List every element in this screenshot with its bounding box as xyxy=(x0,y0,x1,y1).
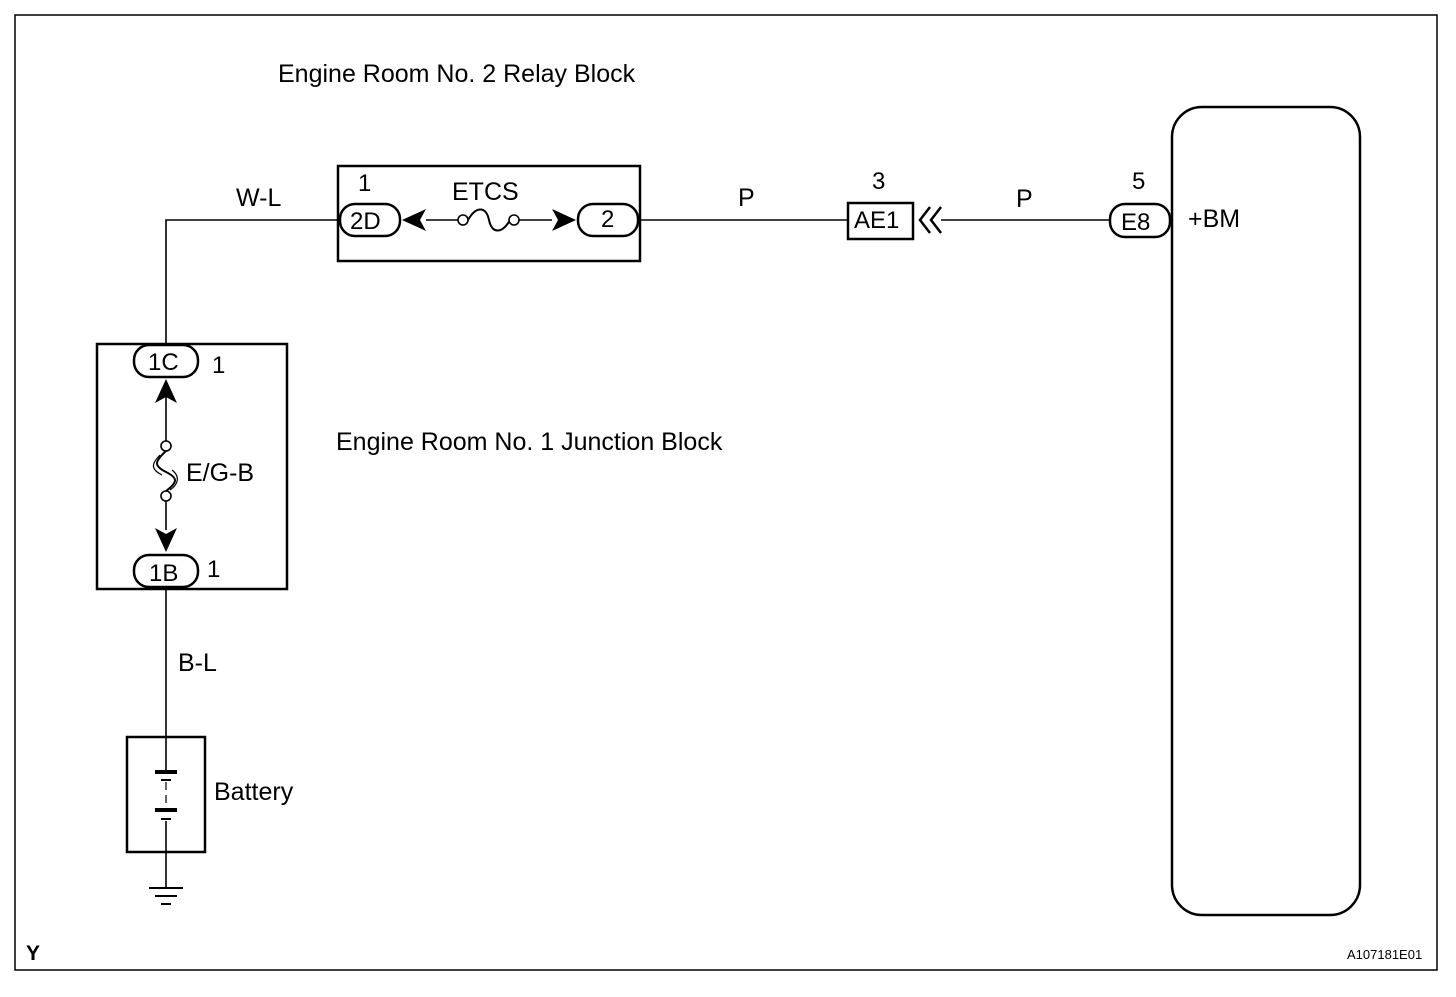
fuse-etcs-icon xyxy=(467,208,511,232)
terminal-arrow-1c xyxy=(155,379,177,403)
connector-e8-label: E8 xyxy=(1121,209,1150,236)
battery-icon xyxy=(155,737,177,852)
connector-ae1 xyxy=(846,201,915,241)
wire-label-w-l: W-L xyxy=(236,184,281,212)
ecm-box xyxy=(1170,105,1362,917)
wire-label-b-l: B-L xyxy=(178,649,217,677)
fuse-egb-icon-outline xyxy=(152,454,178,491)
battery-label: Battery xyxy=(214,778,294,806)
connector-2d-pin: 1 xyxy=(358,170,371,197)
fuse-egb-terminal-top xyxy=(160,440,172,452)
connector-e8 xyxy=(1108,202,1172,239)
fuse-etcs-terminal-left xyxy=(457,214,469,226)
relay-block-label: Engine Room No. 2 Relay Block xyxy=(278,60,636,88)
fuse-etcs-label: ETCS xyxy=(452,178,519,206)
corner-letter: Y xyxy=(26,942,40,965)
connector-1c-pin: 1 xyxy=(212,352,225,379)
junction-block-label: Engine Room No. 1 Junction Block xyxy=(336,428,723,456)
junction-block-box xyxy=(95,342,289,591)
connector-2-right-label: 2 xyxy=(601,206,614,233)
ground-icon xyxy=(149,887,183,905)
wire-w-l xyxy=(165,219,340,345)
terminal-arrow-1b xyxy=(155,528,177,552)
connector-ae1-double-chevron-icon xyxy=(918,206,942,234)
connector-e8-pin: 5 xyxy=(1132,168,1145,195)
connector-1c xyxy=(132,343,200,379)
fuse-egb-terminal-bottom xyxy=(160,490,172,502)
fuse-etcs-terminal-right xyxy=(508,214,520,226)
terminal-arrow-2 xyxy=(552,209,576,231)
connector-2d xyxy=(338,202,402,238)
terminal-arrow-2d xyxy=(402,209,426,231)
ecm-terminal-label: +BM xyxy=(1188,205,1240,233)
figure-code: A107181E01 xyxy=(1347,947,1422,962)
connector-2d-label: 2D xyxy=(350,208,381,235)
connector-ae1-pin: 3 xyxy=(872,168,885,195)
connector-1b-pin: 1 xyxy=(207,556,220,583)
wire-label-p-right: P xyxy=(1016,185,1033,213)
outer-frame xyxy=(14,14,1438,971)
connector-1b-label: 1B xyxy=(149,560,178,587)
fuse-egb-icon xyxy=(156,450,176,492)
connector-2-right xyxy=(576,202,640,238)
connector-ae1-label: AE1 xyxy=(854,207,899,234)
fuse-egb-label: E/G-B xyxy=(186,459,254,487)
connector-1c-label: 1C xyxy=(148,349,179,376)
connector-1b xyxy=(132,553,200,589)
relay-block-box xyxy=(336,164,642,263)
wire-label-p-left: P xyxy=(738,184,755,212)
